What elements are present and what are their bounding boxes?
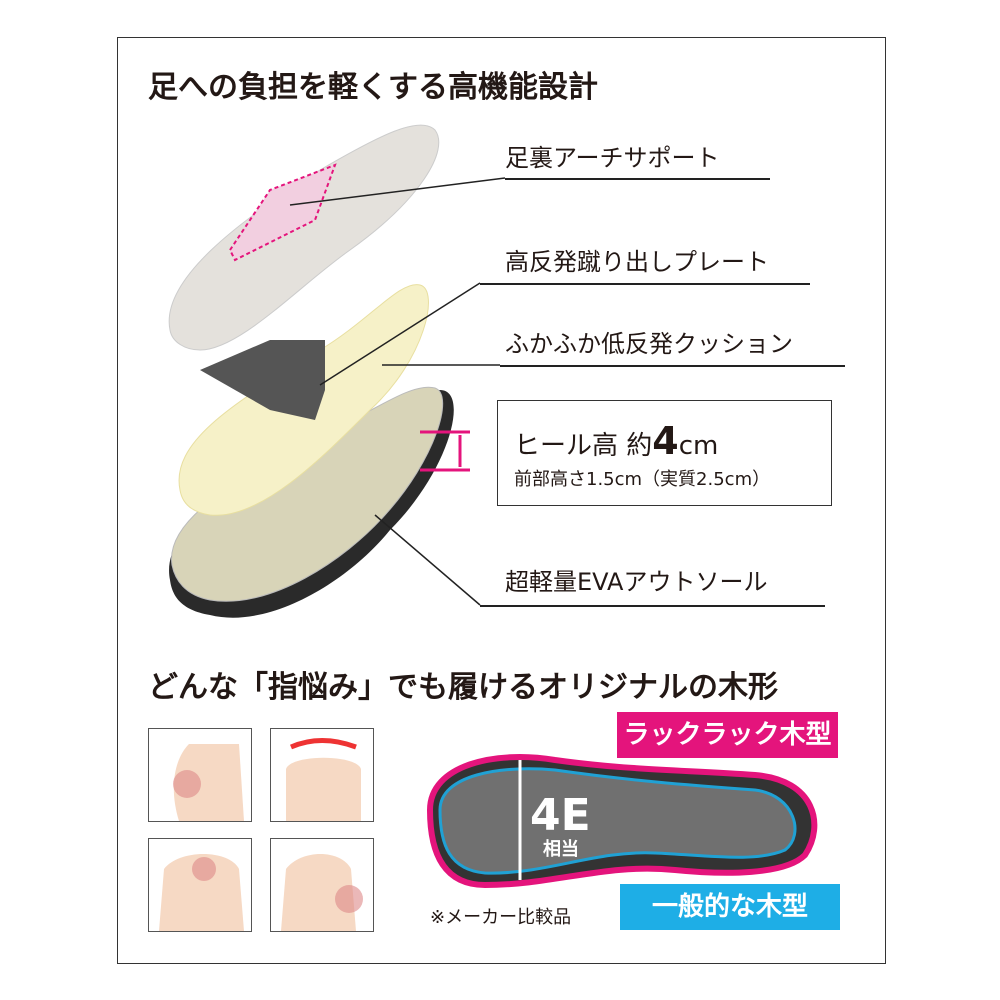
- width-sub: 相当: [543, 838, 579, 860]
- leader-plate: [319, 282, 481, 386]
- foot-image-hammer-toe: [148, 838, 252, 932]
- foot-image-wide: [270, 728, 374, 822]
- foot-image-bunion: [148, 728, 252, 822]
- comparison-note: ※メーカー比較品: [430, 907, 572, 928]
- label-outsole: 超軽量EVAアウトソール: [505, 568, 768, 596]
- insole-layers-illustration: [168, 124, 506, 618]
- arch-support-layer: [168, 124, 440, 351]
- plate-layer: [200, 340, 325, 420]
- heel-height-marker: [420, 430, 470, 472]
- tag-rackrack-last: ラックラック木型: [617, 712, 838, 758]
- leader-arch: [289, 177, 506, 206]
- section1-title: 足への負担を軽くする高機能設計: [148, 70, 598, 105]
- label-arch-support: 足裏アーチサポート: [505, 144, 720, 172]
- heel-sub: 前部高さ1.5cm（実質2.5cm）: [514, 469, 771, 490]
- label-plate: 高反発蹴り出しプレート: [505, 248, 769, 276]
- heel-label: ヒール高 約: [514, 431, 653, 461]
- tag-standard-last: 一般的な木型: [620, 884, 840, 930]
- heel-value: 4: [652, 419, 679, 463]
- section2-title: どんな「指悩み」でも履けるオリジナルの木形: [148, 670, 778, 705]
- width-label: 4E: [530, 790, 591, 841]
- last-comparison-illustration: 4E 相当: [426, 754, 818, 889]
- label-cushion: ふかふか低反発クッション: [505, 330, 793, 358]
- frame: [117, 37, 886, 964]
- heel-height-callout: ヒール高 約4cm 前部高さ1.5cm（実質2.5cm）: [497, 400, 832, 506]
- leader-outsole: [374, 514, 481, 606]
- foot-image-tailor-bunion: [270, 838, 374, 932]
- heel-unit: cm: [678, 431, 719, 461]
